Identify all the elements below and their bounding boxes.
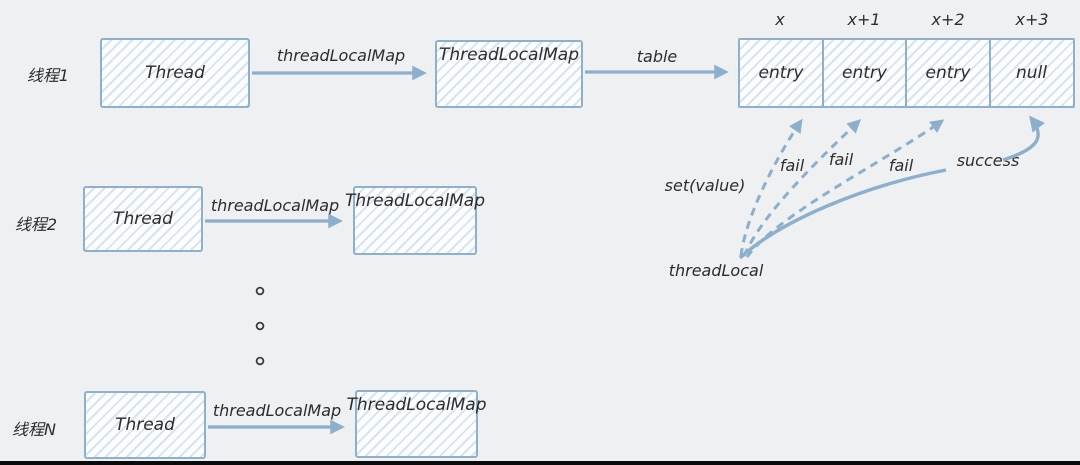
ellipsis-dot-2 xyxy=(255,356,265,366)
threadlocalmap2-box: ThreadLocalMap xyxy=(345,186,485,255)
entry-cell-0: entry xyxy=(738,38,824,108)
fail-label-2: fail xyxy=(888,156,914,175)
entry-cell-1-text: entry xyxy=(842,63,887,83)
index-label-x3: x+3 xyxy=(1015,10,1049,29)
entry-cell-2: entry xyxy=(905,38,991,108)
bottom-edge-bar xyxy=(0,461,1080,465)
threadlocalmap1-box-text: ThreadLocalMap xyxy=(438,45,580,65)
threadlocal-label: threadLocal xyxy=(668,261,764,280)
array-index-row: x x+1 x+2 x+3 xyxy=(738,10,1074,29)
ellipsis-dot-1 xyxy=(255,321,265,331)
threadN-pointer-label: threadLocalMap xyxy=(212,401,342,420)
set-value-label: set(value) xyxy=(664,176,746,195)
entry-cell-0-text: entry xyxy=(758,63,804,83)
threadlocalmapN-box: ThreadLocalMap xyxy=(346,390,487,458)
threadlocalmap2-box-text: ThreadLocalMap xyxy=(344,191,486,211)
threadN-box-text: Thread xyxy=(115,415,175,435)
threadlocalmapN-box-text: ThreadLocalMap xyxy=(346,395,487,415)
thread1-label: 线程1 xyxy=(26,66,70,85)
table-arrow-label: table xyxy=(636,47,678,66)
thread1-box: Thread xyxy=(100,38,250,108)
ellipsis-dot-0 xyxy=(255,286,265,296)
thread1-box-text: Thread xyxy=(145,63,205,83)
thread2-label: 线程2 xyxy=(14,215,58,234)
threadlocalmap1-box: ThreadLocalMap xyxy=(435,40,583,108)
entry-cell-2-text: entry xyxy=(925,63,971,83)
thread2-box: Thread xyxy=(83,186,203,252)
index-label-x2: x+2 xyxy=(931,10,965,29)
threadN-box: Thread xyxy=(84,391,206,459)
thread2-box-text: Thread xyxy=(113,209,173,229)
threadN-label: 线程N xyxy=(12,420,56,439)
success-line xyxy=(738,168,947,260)
index-label-x1: x+1 xyxy=(847,10,881,29)
index-label-x: x xyxy=(775,10,785,29)
entry-cell-3: null xyxy=(988,38,1075,108)
success-label: success xyxy=(956,151,1020,170)
entry-cell-1: entry xyxy=(821,38,908,108)
entry-cell-3-text: null xyxy=(1016,63,1047,83)
entry-array: entry entry entry null xyxy=(738,38,1075,108)
thread2-pointer-label: threadLocalMap xyxy=(210,196,340,215)
dashed-arrow-fail-2 xyxy=(745,119,945,258)
dashed-arrow-fail-1 xyxy=(742,119,861,257)
fail-label-1: fail xyxy=(828,150,854,169)
thread1-pointer-label: threadLocalMap xyxy=(276,46,406,65)
